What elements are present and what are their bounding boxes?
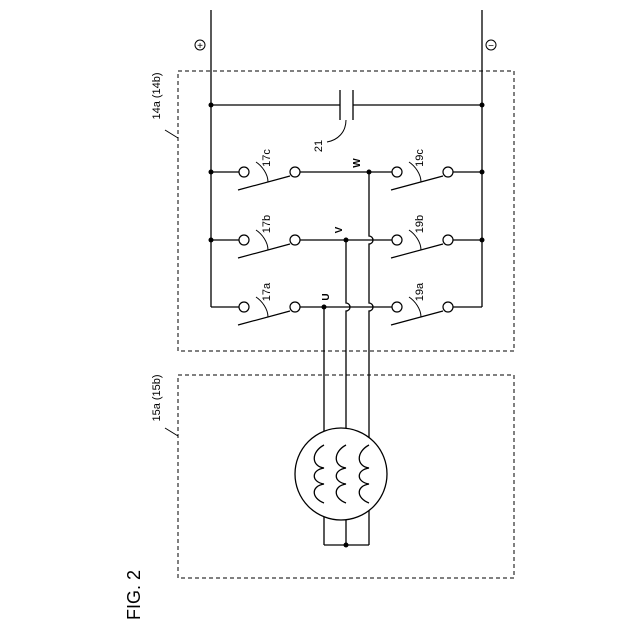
junction-dot [367, 170, 372, 175]
junction-dot [209, 103, 214, 108]
phase-label-v: V [334, 226, 345, 233]
switch-17c [238, 167, 300, 190]
switch-label-19a: 19a [414, 282, 426, 301]
inverter-label-leader [165, 130, 178, 138]
switch-label-17a: 17a [261, 282, 273, 301]
switch-label-17c: 17c [261, 149, 273, 167]
figure-title: FIG. 2 [124, 570, 144, 620]
capacitor-leader [327, 120, 346, 142]
switch-label-19c: 19c [414, 149, 426, 167]
negative-terminal-icon: − [486, 40, 496, 52]
switch-19b [391, 235, 453, 258]
switch-19a [391, 302, 453, 325]
junction-dot [480, 170, 485, 175]
switch-19c [391, 167, 453, 190]
phase-label-u: U [321, 293, 332, 300]
switch-label-19b: 19b [414, 215, 426, 233]
phase-label-w: W [352, 158, 363, 168]
positive-terminal-label: + [197, 41, 203, 52]
junction-dot [209, 238, 214, 243]
junction-dot [344, 238, 349, 243]
upper-row-wires [211, 172, 239, 307]
junction-dot [344, 543, 349, 548]
capacitor-label: 21 [313, 140, 325, 152]
junction-dot [480, 238, 485, 243]
motor-label-leader [165, 428, 178, 436]
junction-dot [480, 103, 485, 108]
motor-label: 15a (15b) [151, 374, 163, 421]
junction-dot [322, 305, 327, 310]
positive-terminal-icon: + [195, 40, 205, 52]
capacitor [211, 90, 482, 120]
motor-icon [295, 428, 387, 520]
inverter-label: 14a (14b) [151, 72, 163, 119]
switch-label-17b: 17b [261, 215, 273, 233]
lower-row-wires [453, 172, 482, 307]
switch-17b [238, 235, 300, 258]
junction-dot [209, 170, 214, 175]
inverter-box [178, 71, 514, 351]
switch-17a [238, 302, 300, 325]
negative-terminal-label: − [488, 41, 494, 52]
